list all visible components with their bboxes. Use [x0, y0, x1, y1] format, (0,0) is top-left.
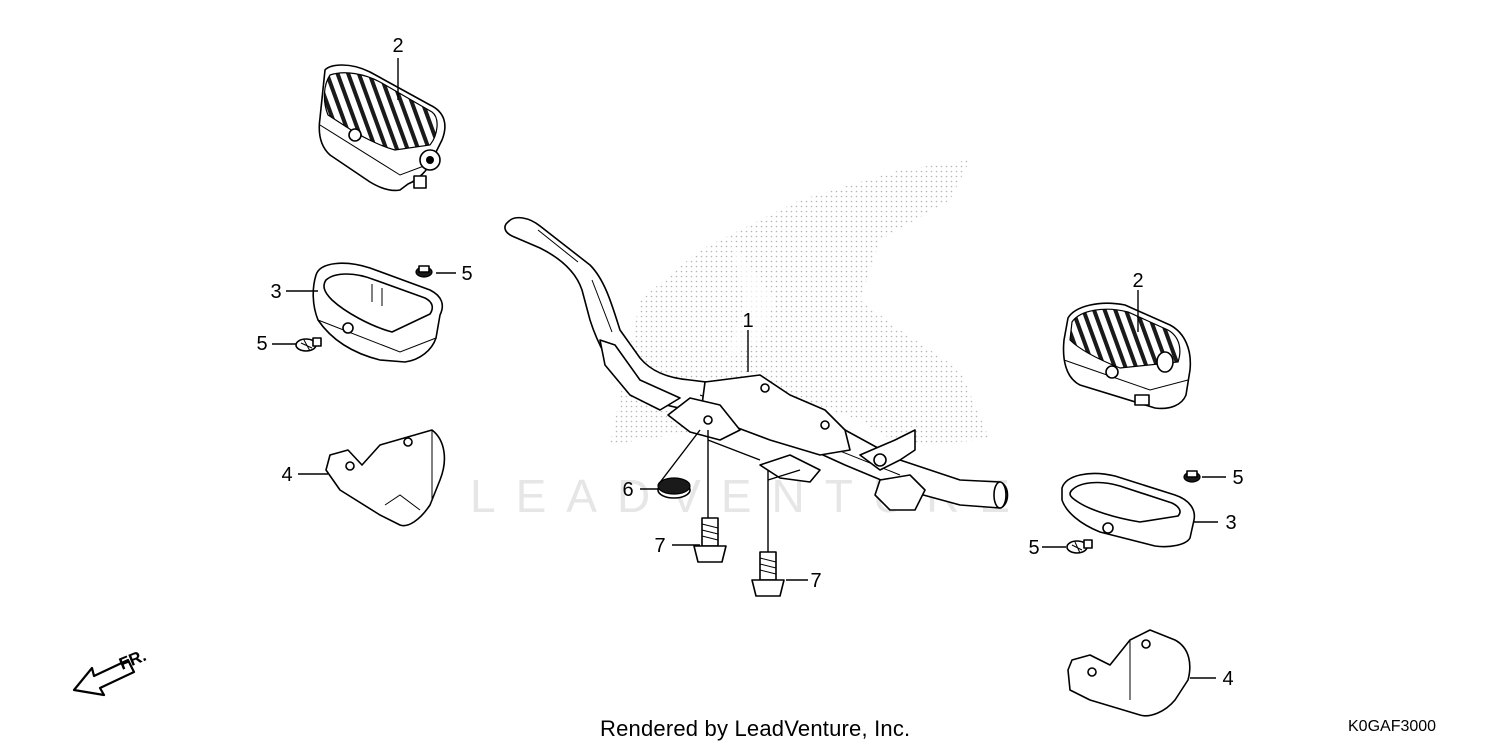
callout-5-right-upper: 5 — [1232, 467, 1243, 489]
diagram-code: K0GAF3000 — [1348, 718, 1437, 735]
callout-4-right: 4 — [1222, 668, 1233, 690]
callout-4-left: 4 — [281, 464, 292, 486]
callout-2-left: 2 — [392, 35, 403, 57]
footpeg-cover-left — [325, 429, 446, 527]
footpeg-cover-right — [1067, 629, 1191, 717]
watermark-wing-logo — [610, 160, 990, 445]
footpeg-holder-right — [1061, 472, 1196, 548]
callout-2-right: 2 — [1132, 270, 1143, 292]
callout-7-right: 7 — [810, 570, 821, 592]
credit-text: Rendered by LeadVenture, Inc. — [600, 716, 911, 741]
screw-left-lower — [295, 337, 322, 352]
callout-5-left-lower: 5 — [256, 333, 267, 355]
callout-3-right: 3 — [1225, 512, 1236, 534]
front-direction-arrow-icon — [72, 658, 136, 697]
footpeg-rubber-left — [318, 64, 446, 192]
callout-3-left: 3 — [270, 281, 281, 303]
callout-5-right-lower: 5 — [1028, 537, 1039, 559]
callout-5-left-upper: 5 — [461, 263, 472, 285]
footpeg-holder-left — [312, 262, 444, 363]
screw-right-lower — [1066, 539, 1093, 554]
callout-1: 1 — [742, 310, 753, 332]
screw-left-upper — [415, 265, 433, 278]
step-bar-main — [504, 216, 1009, 511]
front-direction-label: FR. — [116, 646, 149, 674]
flange-bolt-left — [693, 517, 727, 563]
flange-bolt-right — [751, 551, 785, 597]
grommet — [657, 477, 691, 499]
leader-lines — [272, 58, 1226, 679]
callout-6: 6 — [622, 479, 633, 501]
callout-7-left: 7 — [654, 535, 665, 557]
footpeg-rubber-right — [1062, 302, 1192, 410]
screw-right-upper — [1183, 470, 1201, 483]
